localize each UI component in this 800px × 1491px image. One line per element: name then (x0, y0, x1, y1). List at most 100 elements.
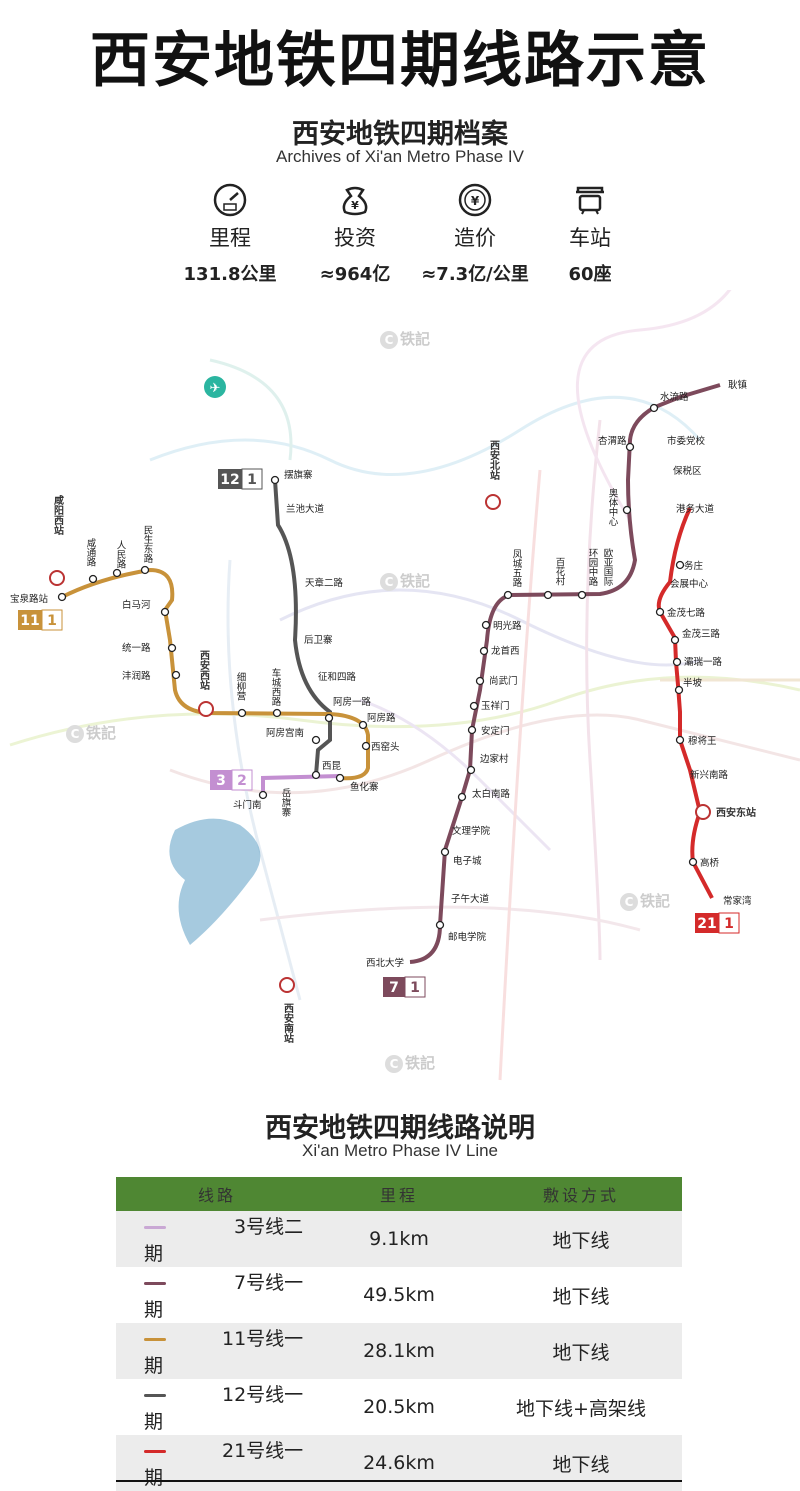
station-dot[interactable] (655, 607, 665, 617)
badge-number: 11 (20, 613, 39, 629)
station-dot[interactable] (479, 646, 489, 656)
station-dot[interactable] (675, 735, 685, 745)
station-label: 阿房路 (367, 712, 396, 724)
station-dot[interactable] (112, 568, 122, 578)
station-label: 务庄 (684, 560, 704, 572)
station-dot[interactable] (466, 765, 476, 775)
header-length: 里程 (318, 1177, 480, 1211)
station-dot[interactable] (622, 505, 632, 515)
station-dot[interactable] (258, 790, 268, 800)
station-label: 阿房宫南 (266, 727, 304, 739)
station-dot[interactable] (57, 592, 67, 602)
line-3-badge[interactable]: 3 2 (210, 769, 253, 791)
station-label: 穆将王 (688, 735, 717, 747)
speedometer-icon (213, 183, 247, 217)
station-dot[interactable] (688, 857, 698, 867)
line-7-badge[interactable]: 7 1 (383, 976, 426, 998)
station-label: 水流路 (660, 391, 689, 403)
station-dot[interactable] (311, 770, 321, 780)
station-icon (576, 186, 604, 215)
rail-station-marker[interactable] (49, 570, 65, 586)
station-dot[interactable] (577, 590, 587, 600)
station-dot[interactable] (324, 713, 334, 723)
station-dot[interactable] (237, 708, 247, 718)
station-dot[interactable] (674, 685, 684, 695)
station-dot[interactable] (167, 643, 177, 653)
station-dot[interactable] (481, 620, 491, 630)
station-label: 摆旗寨 (284, 469, 313, 481)
watermark: 铁記 (380, 328, 430, 349)
station-dot[interactable] (649, 403, 659, 413)
yuan-coin-icon: ¥ (458, 183, 492, 217)
station-dot[interactable] (335, 773, 345, 783)
rail-station-marker[interactable] (198, 701, 214, 717)
station-label: 文理学院 (452, 825, 491, 837)
station-label: 兰池大道 (286, 503, 325, 515)
station-dot[interactable] (440, 847, 450, 857)
line-21-badge[interactable]: 21 1 (695, 912, 740, 934)
station-dot[interactable] (435, 920, 445, 930)
station-dot[interactable] (672, 657, 682, 667)
station-dot[interactable] (88, 574, 98, 584)
rail-station-marker[interactable] (485, 494, 501, 510)
table-title-cn: 西安地铁四期线路说明 (265, 1113, 535, 1144)
station-dot[interactable] (475, 676, 485, 686)
line-cell: 12号线一期 (116, 1379, 318, 1435)
line-7-path (409, 383, 721, 964)
length-cell: 49.5km (318, 1267, 480, 1323)
station-dot[interactable] (467, 725, 477, 735)
station-label: 安定门 (481, 725, 510, 737)
badge-phase: 2 (237, 773, 247, 789)
station-dot[interactable] (171, 670, 181, 680)
station-label: 欧亚国际 (602, 547, 614, 587)
station-dot[interactable] (457, 792, 467, 802)
table-row: 3号线二期 9.1km 地下线 (116, 1211, 682, 1267)
method-cell: 地下线 (480, 1435, 682, 1491)
badge-number: 21 (697, 916, 716, 932)
station-label: 太白南路 (472, 788, 511, 800)
line-name: 21号线一期 (144, 1440, 304, 1489)
lake (169, 818, 261, 945)
line-cell: 21号线一期 (116, 1435, 318, 1491)
station-dot[interactable] (469, 701, 479, 711)
rail-station-marker[interactable] (279, 977, 295, 993)
length-cell: 28.1km (318, 1323, 480, 1379)
station-dots (57, 403, 698, 930)
station-label: 尚武门 (489, 675, 518, 687)
method-cell: 地下线 (480, 1323, 682, 1379)
stat-label: 造价 (454, 226, 496, 250)
station-label: 白马河 (122, 599, 151, 611)
station-dot[interactable] (503, 590, 513, 600)
stat-label: 车站 (569, 226, 611, 250)
method-cell: 地下线 (480, 1267, 682, 1323)
watermark: 铁記 (620, 890, 670, 911)
length-cell: 24.6km (318, 1435, 480, 1491)
station-label: 西昆 (322, 761, 342, 772)
svg-text:¥: ¥ (471, 194, 480, 208)
station-dot[interactable] (140, 565, 150, 575)
line-11-path (61, 567, 370, 781)
station-dot[interactable] (625, 442, 635, 452)
station-dot[interactable] (270, 475, 280, 485)
rail-station-marker[interactable] (695, 804, 711, 820)
station-label: 天章二路 (305, 577, 344, 589)
station-label: 环园中路 (587, 548, 599, 587)
stat-value: ≈7.3亿/公里 (421, 264, 529, 285)
station-dot[interactable] (361, 741, 371, 751)
line-11-badge[interactable]: 11 1 (18, 609, 63, 631)
metro-map: ✈ 咸阳西站 西安西站 西安北站 西安东站 西安南站 (9, 290, 800, 1081)
line-12-badge[interactable]: 12 1 (218, 468, 263, 490)
station-dot[interactable] (311, 735, 321, 745)
badge-phase: 1 (47, 613, 57, 629)
rail-station-label: 西安东站 (716, 806, 756, 819)
station-dot[interactable] (272, 708, 282, 718)
station-dot[interactable] (543, 590, 553, 600)
line-color-swatch (144, 1338, 166, 1341)
station-dot[interactable] (358, 720, 368, 730)
station-dot[interactable] (670, 635, 680, 645)
method-cell: 地下线 (480, 1211, 682, 1267)
method-cell: 地下线+高架线 (480, 1379, 682, 1435)
station-dot[interactable] (675, 560, 685, 570)
archive-title-en: Archives of Xi'an Metro Phase IV (276, 147, 524, 166)
station-dot[interactable] (160, 607, 170, 617)
